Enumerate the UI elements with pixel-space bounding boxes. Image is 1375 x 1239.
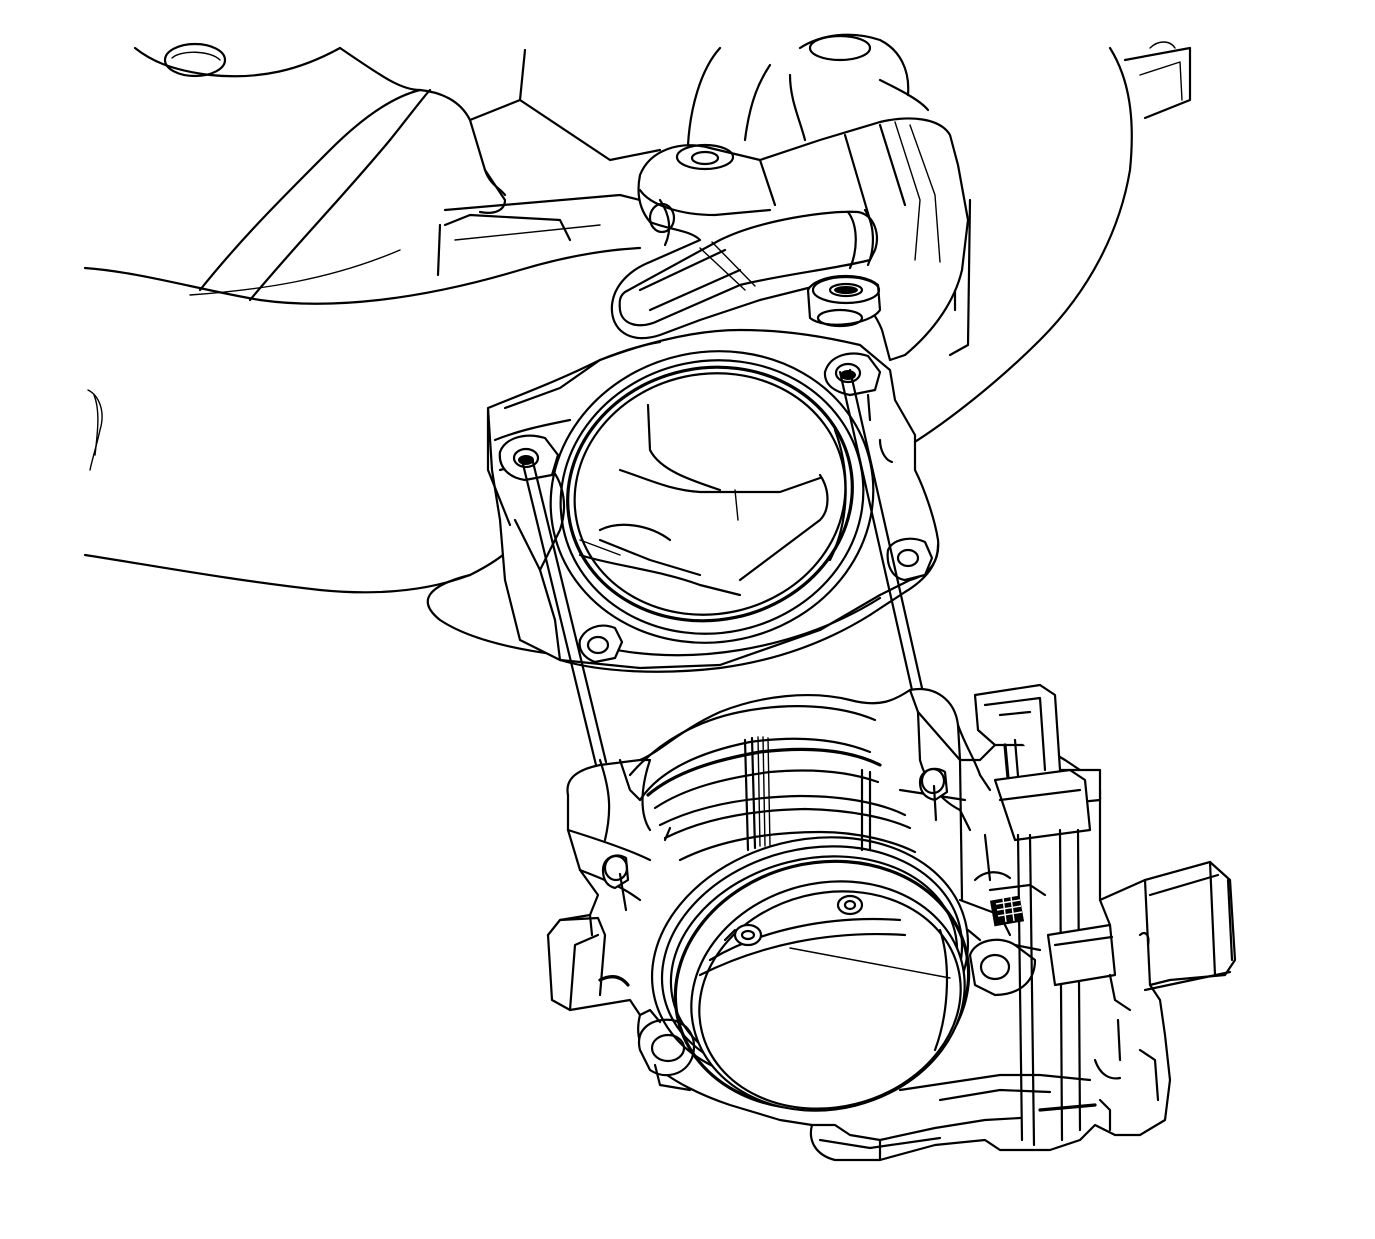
throttle-body — [546, 683, 1237, 1162]
bolt-line-left-2 — [530, 456, 608, 764]
mounting-bolts — [520, 368, 924, 767]
manifold-flange — [486, 328, 940, 673]
bolt-line-right-2 — [848, 368, 924, 690]
bolt-line-left — [520, 458, 598, 767]
intake-manifold — [83, 33, 1192, 657]
fuel-rail-assembly — [610, 117, 970, 362]
bolt-line-right — [838, 370, 914, 692]
